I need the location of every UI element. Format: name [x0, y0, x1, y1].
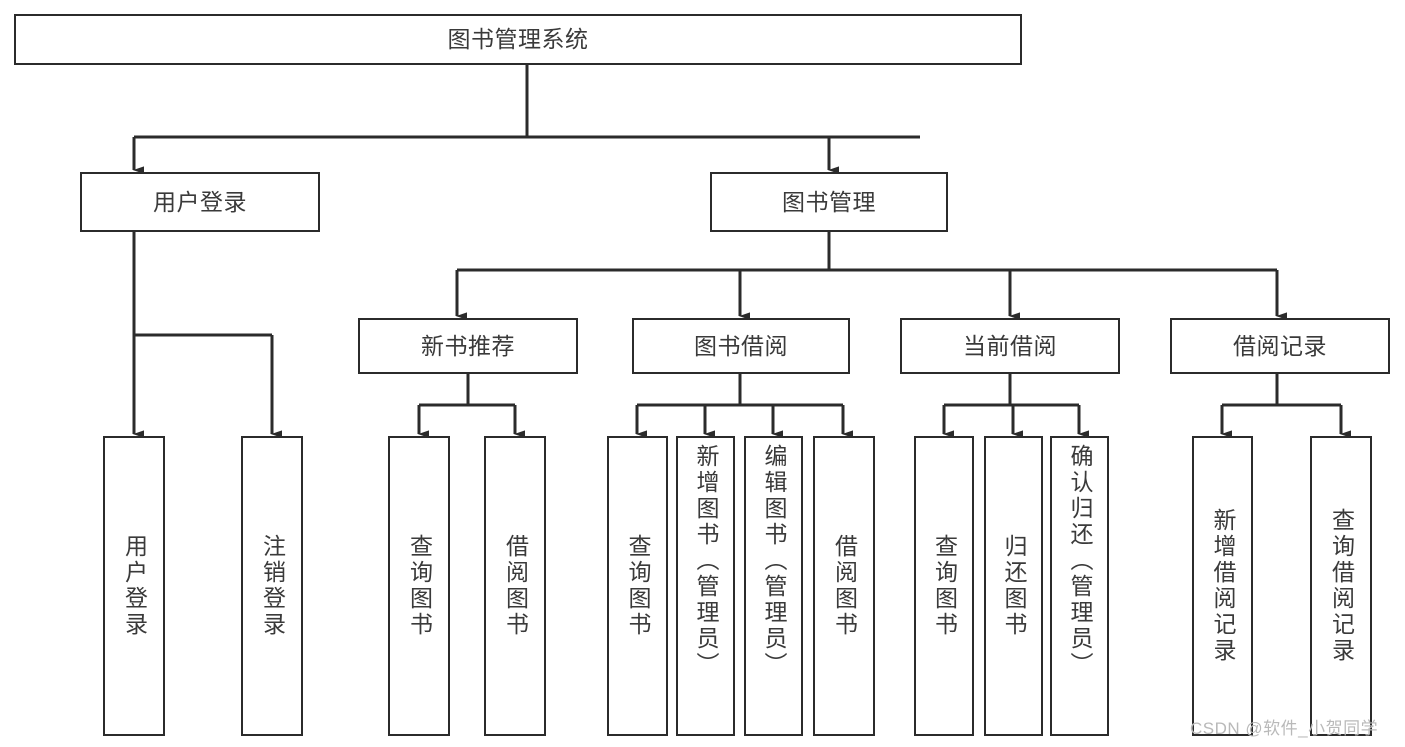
- node-leaf-add-borrow-record[interactable]: 新增借阅记录: [1192, 436, 1253, 736]
- node-label: 用户登录: [121, 534, 148, 638]
- node-book-borrow[interactable]: 图书借阅: [632, 318, 850, 374]
- node-leaf-confirm-return[interactable]: 确认归还（管理员）: [1050, 436, 1109, 736]
- node-label: 新书推荐: [421, 332, 515, 359]
- node-label: 用户登录: [153, 188, 247, 215]
- node-label: 归还图书: [1001, 534, 1027, 638]
- node-label: 图书管理: [782, 188, 876, 215]
- node-leaf-query-book-borrow[interactable]: 查询图书: [607, 436, 668, 736]
- node-leaf-borrow-book-new-recommend[interactable]: 借阅图书: [484, 436, 546, 736]
- node-label: 图书借阅: [694, 332, 788, 359]
- node-leaf-borrow-book-borrow[interactable]: 借阅图书: [813, 436, 875, 736]
- node-label: 新增借阅记录: [1210, 508, 1236, 664]
- node-label: 借阅记录: [1233, 332, 1327, 359]
- node-label: 注销登录: [259, 534, 286, 638]
- node-label: 编辑图书（管理员）: [761, 444, 787, 678]
- node-root-system[interactable]: 图书管理系统: [14, 14, 1022, 65]
- node-borrow-record[interactable]: 借阅记录: [1170, 318, 1390, 374]
- node-book-management[interactable]: 图书管理: [710, 172, 948, 232]
- node-label: 借阅图书: [831, 534, 858, 638]
- node-leaf-return-book[interactable]: 归还图书: [984, 436, 1043, 736]
- node-label: 图书管理系统: [447, 26, 589, 53]
- node-label: 确认归还（管理员）: [1067, 444, 1093, 678]
- node-leaf-query-book-new-recommend[interactable]: 查询图书: [388, 436, 450, 736]
- node-label: 查询图书: [406, 534, 433, 638]
- node-leaf-query-borrow-record[interactable]: 查询借阅记录: [1310, 436, 1372, 736]
- node-current-borrow[interactable]: 当前借阅: [900, 318, 1120, 374]
- node-user-login[interactable]: 用户登录: [80, 172, 320, 232]
- node-leaf-add-book[interactable]: 新增图书（管理员）: [676, 436, 735, 736]
- watermark-text: CSDN @软件_小贺同学: [1190, 719, 1379, 738]
- node-label: 当前借阅: [963, 332, 1057, 359]
- node-label: 查询图书: [931, 534, 958, 638]
- node-leaf-edit-book[interactable]: 编辑图书（管理员）: [744, 436, 803, 736]
- node-label: 查询借阅记录: [1328, 508, 1355, 664]
- node-leaf-user-login[interactable]: 用户登录: [103, 436, 165, 736]
- node-new-book-recommend[interactable]: 新书推荐: [358, 318, 578, 374]
- node-label: 借阅图书: [502, 534, 529, 638]
- node-label: 新增图书（管理员）: [693, 444, 719, 678]
- node-leaf-query-book-current[interactable]: 查询图书: [914, 436, 974, 736]
- node-leaf-logout-login[interactable]: 注销登录: [241, 436, 303, 736]
- node-label: 查询图书: [625, 534, 651, 638]
